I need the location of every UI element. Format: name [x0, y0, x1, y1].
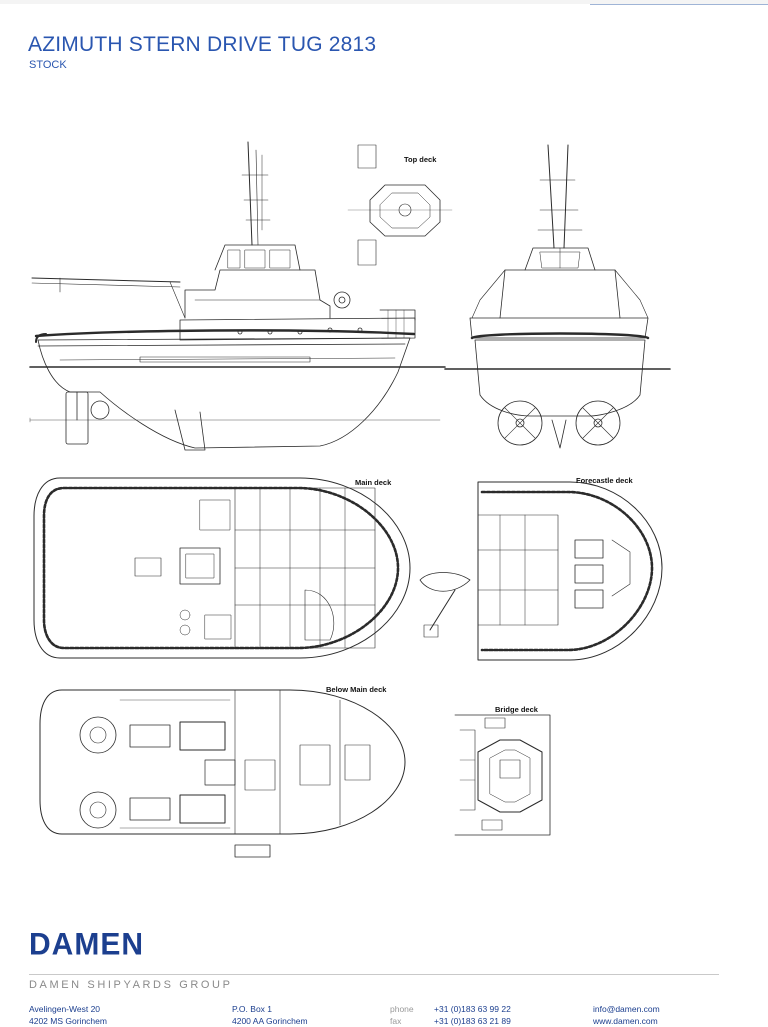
contact-labels: phone fax — [390, 1003, 414, 1027]
below-main-deck-label: Below Main deck — [326, 685, 387, 694]
group-name: DAMEN SHIPYARDS GROUP — [29, 979, 233, 991]
below-main-deck-plan — [39, 689, 406, 858]
page-subtitle: STOCK — [29, 59, 67, 71]
pobox-line-1: P.O. Box 1 — [232, 1004, 273, 1014]
address-line-2: 4202 MS Gorinchem — [29, 1016, 107, 1026]
fax-label: fax — [390, 1016, 402, 1026]
address-line-1: Avelingen-West 20 — [29, 1004, 101, 1014]
top-rule — [590, 4, 768, 5]
main-deck-plan — [33, 477, 411, 659]
side-profile-view — [29, 141, 446, 451]
street-address: Avelingen-West 20 4202 MS Gorinchem — [29, 1003, 107, 1027]
forecastle-deck-label: Forecastle deck — [576, 476, 633, 485]
damen-logo: DAMEN — [29, 927, 144, 962]
top-deck-plan — [347, 144, 453, 266]
pobox-line-2: 4200 AA Gorinchem — [232, 1016, 308, 1026]
scan-edge — [0, 0, 768, 4]
bridge-deck-label: Bridge deck — [495, 705, 538, 714]
website-link[interactable]: www.damen.com — [593, 1016, 658, 1026]
page-title: AZIMUTH STERN DRIVE TUG 2813 — [28, 33, 377, 56]
online-contacts: info@damen.com www.damen.com — [593, 1003, 660, 1027]
po-box-address: P.O. Box 1 4200 AA Gorinchem — [232, 1003, 308, 1027]
top-deck-label: Top deck — [404, 155, 437, 164]
main-deck-label: Main deck — [355, 478, 392, 487]
email-link[interactable]: info@damen.com — [593, 1004, 660, 1014]
phone-number: +31 (0)183 63 99 22 — [434, 1004, 511, 1014]
bridge-deck-plan — [454, 714, 551, 836]
fax-number: +31 (0)183 63 21 89 — [434, 1016, 511, 1026]
front-view — [444, 144, 671, 449]
phone-label: phone — [390, 1004, 414, 1014]
footer-divider — [29, 974, 719, 975]
contact-numbers: +31 (0)183 63 99 22 +31 (0)183 63 21 89 — [434, 1003, 511, 1027]
forecastle-deck-plan — [419, 481, 663, 661]
